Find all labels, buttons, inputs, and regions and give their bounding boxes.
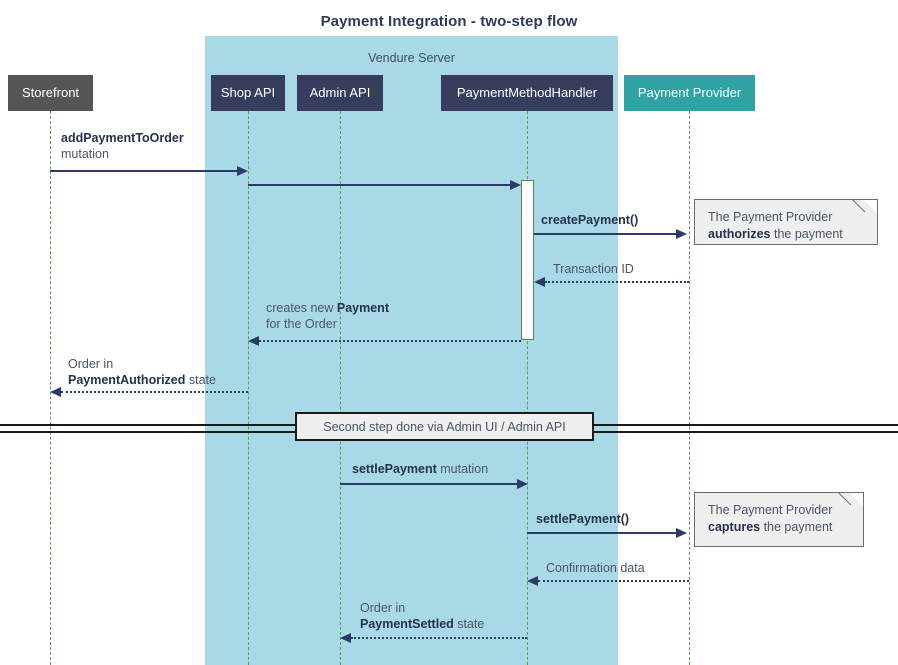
message-label-settle-payment-mutation: settlePayment mutation	[352, 462, 489, 476]
arrowhead-right-icon	[237, 166, 248, 176]
activation-bar-payment-method-handler	[521, 180, 534, 340]
arrowhead-right-icon	[676, 528, 687, 538]
message-arrow-settle-payment-call	[527, 532, 676, 534]
message-label-add-payment-to-order: addPaymentToOrder mutation	[61, 131, 184, 161]
message-label-settle-payment-call: settlePayment()	[536, 512, 630, 526]
lifeline-payment-provider	[689, 111, 690, 665]
message-label-order-payment-settled: Order in PaymentSettled state	[360, 601, 485, 631]
arrowhead-right-icon	[517, 479, 528, 489]
note-fold-icon	[850, 493, 863, 506]
message-arrow-create-payment	[534, 233, 676, 235]
message-arrow-transaction-id	[545, 281, 689, 283]
note-line-1: The Payment Provider	[708, 503, 833, 517]
participant-shop-api[interactable]: Shop API	[211, 75, 285, 111]
group-box-vendure-server	[205, 36, 618, 665]
participant-payment-provider[interactable]: Payment Provider	[624, 75, 755, 111]
arrowhead-left-icon	[248, 336, 259, 346]
note-line-2: authorizes the payment	[708, 227, 843, 241]
arrowhead-left-icon	[340, 633, 351, 643]
group-label: Vendure Server	[368, 51, 455, 65]
participant-payment-method-handler[interactable]: PaymentMethodHandler	[441, 75, 613, 111]
arrowhead-left-icon	[527, 576, 538, 586]
arrowhead-right-icon	[510, 180, 521, 190]
arrowhead-left-icon	[534, 277, 545, 287]
note-authorizes: The Payment Provider authorizes the paym…	[694, 186, 878, 245]
message-arrow-shop-api-to-handler	[248, 184, 510, 186]
note-line-2: captures the payment	[708, 520, 833, 534]
participant-admin-api[interactable]: Admin API	[297, 75, 383, 111]
lifeline-admin-api	[340, 111, 341, 665]
message-label-confirmation-data: Confirmation data	[546, 561, 645, 575]
page-title: Payment Integration - two-step flow	[320, 13, 578, 30]
arrowhead-left-icon	[50, 387, 61, 397]
message-label-create-payment: createPayment()	[541, 213, 639, 227]
arrowhead-right-icon	[676, 229, 687, 239]
divider-label-second-step: Second step done via Admin UI / Admin AP…	[295, 412, 594, 441]
message-label-order-payment-authorized: Order in PaymentAuthorized state	[68, 357, 216, 387]
note-captures: The Payment Provider captures the paymen…	[694, 479, 864, 547]
message-arrow-creates-new-payment	[259, 340, 521, 342]
message-arrow-add-payment-to-order	[50, 170, 237, 172]
note-line-1: The Payment Provider	[708, 210, 833, 224]
lifeline-shop-api	[248, 111, 249, 665]
message-arrow-settle-payment-mutation	[340, 483, 517, 485]
message-arrow-order-payment-authorized	[61, 391, 248, 393]
note-fold-icon	[864, 200, 877, 213]
participant-storefront[interactable]: Storefront	[8, 75, 93, 111]
message-arrow-confirmation-data	[538, 580, 689, 582]
message-label-creates-new-payment: creates new Payment for the Order	[266, 301, 389, 331]
lifeline-payment-method-handler	[527, 111, 528, 665]
message-arrow-order-payment-settled	[351, 637, 527, 639]
message-label-transaction-id: Transaction ID	[553, 262, 634, 276]
